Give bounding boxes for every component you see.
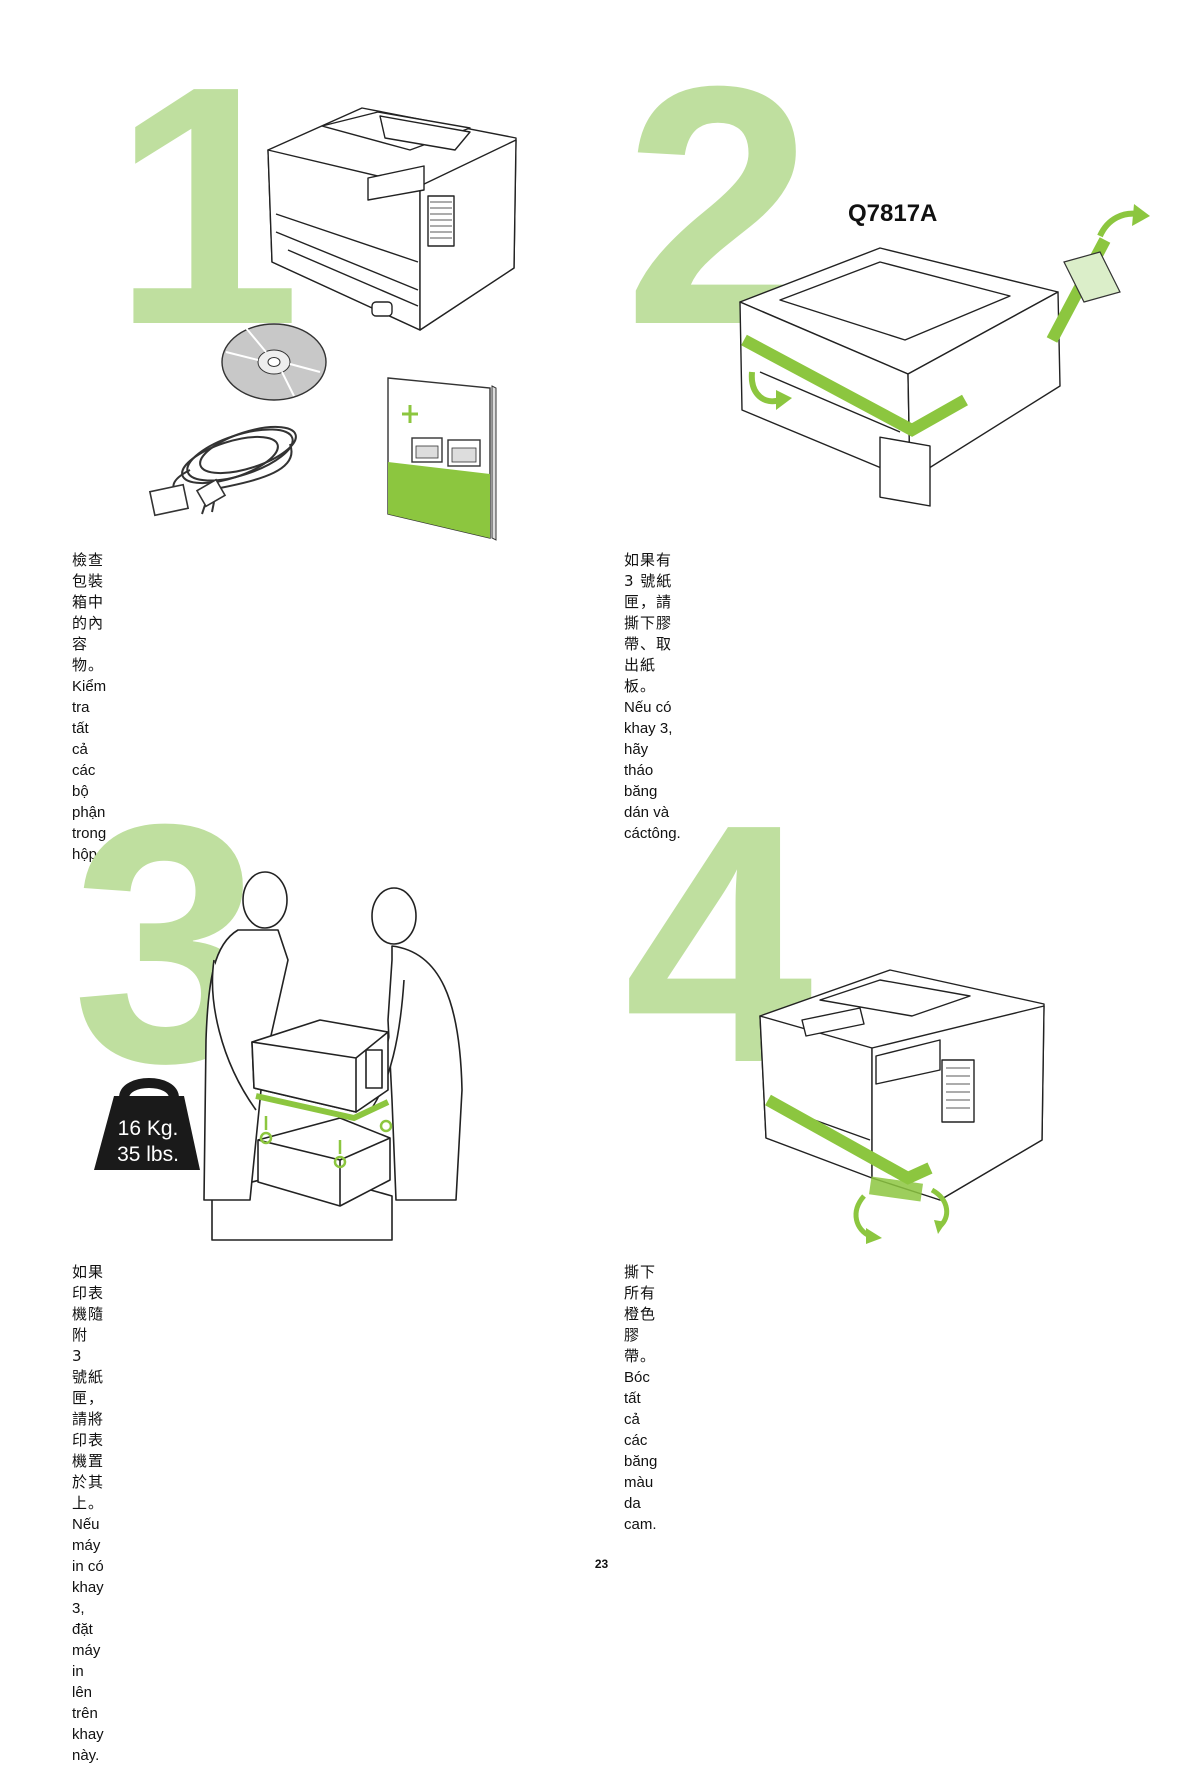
step-4-caption: 撕下所有橙色膠帶。 Bóc tất cả các băng màu da cam… — [624, 1262, 657, 1535]
step-4-caption-vietnamese: Bóc tất cả các băng màu da cam. — [624, 1369, 658, 1533]
step-1-number: 1 — [112, 16, 302, 396]
step-2-caption-vietnamese: Nếu có khay 3, hãy tháo băng dán và cáct… — [624, 699, 681, 842]
step-4-number: 4 — [624, 754, 814, 1134]
step-4-caption-chinese: 撕下所有橙色膠帶。 — [624, 1263, 657, 1365]
step-1-caption: 檢查包裝箱中的內容物。 Kiểm tra tất cả các bộ phận … — [72, 550, 106, 865]
step-1-caption-vietnamese: Kiểm tra tất cả các bộ phận trong hộp. — [72, 678, 107, 863]
weight-kg: 16 Kg. — [117, 1117, 179, 1140]
step-3-caption-chinese: 如果印表機隨附 3 號紙匣，請將印表機置於其上。 — [72, 1263, 105, 1512]
step-2-caption-chinese: 如果有 3 號紙匣，請撕下膠帶、取出紙板。 — [624, 551, 673, 695]
tray-model-number: Q7817A — [848, 200, 938, 227]
step-3-caption: 如果印表機隨附 3 號紙匣，請將印表機置於其上。 Nếu máy in có k… — [72, 1262, 104, 1766]
step-1-caption-chinese: 檢查包裝箱中的內容物。 — [72, 551, 105, 674]
step-3-caption-vietnamese: Nếu máy in có khay 3, đặt máy in lên trê… — [72, 1516, 104, 1764]
step-2-number: 2 — [624, 16, 814, 396]
weight-label: 16 Kg. 35 lbs. — [100, 1116, 196, 1168]
step-3-number: 3 — [72, 754, 262, 1134]
step-2-caption: 如果有 3 號紙匣，請撕下膠帶、取出紙板。 Nếu có khay 3, hãy… — [624, 550, 681, 844]
weight-lbs: 35 lbs. — [117, 1143, 179, 1166]
page-number: 23 — [594, 1557, 609, 1571]
